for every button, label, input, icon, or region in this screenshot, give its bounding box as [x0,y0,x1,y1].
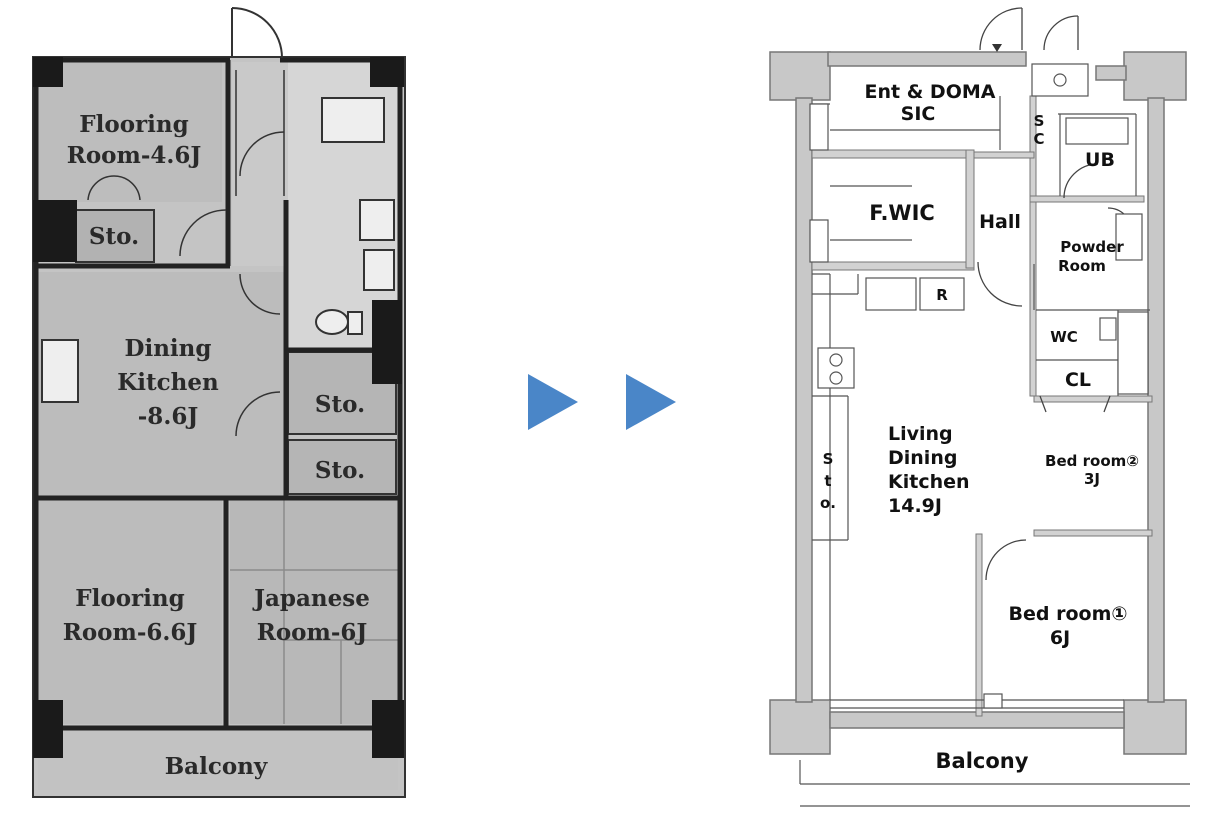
dining-kitchen-label-1: Dining [125,335,212,362]
closet-label: CL [1065,369,1091,391]
sc-label-2: C [1033,130,1044,148]
ldk-label-2: Dining [888,447,957,469]
flooring-room-small [38,62,222,202]
fwic-label: F.WIC [869,201,935,225]
japanese-room-label-2: Room-6J [257,619,368,646]
powder-room-label-2: Room [1058,257,1106,275]
flooring-room-small-label-1: Flooring [79,111,188,138]
storage-label-1: S [823,450,834,468]
bedroom-1-label-1: Bed room① [1009,603,1128,625]
wc-label: WC [1050,328,1078,346]
storage-label-2: t [824,472,831,490]
before-floor-plan: Flooring Room-4.6J Sto. Dining Kitchen -… [32,7,406,798]
powder-room-label-1: Powder [1060,238,1124,256]
hall-label: Hall [979,211,1021,233]
storage-low [287,439,397,495]
balcony [38,730,398,790]
sc-label-1: S [1034,112,1045,130]
flooring-room-large-label-2: Room-6.6J [63,619,198,646]
after-floor-plan: Ent & DOMA SIC S C UB F.WIC Hall Powder … [769,7,1190,807]
entrance-label-1: Ent & DOMA [865,81,996,103]
bedroom-1-label-2: 6J [1050,627,1070,649]
flooring-room-large-label-1: Flooring [75,585,184,612]
ldk-label-1: Living [888,423,953,445]
ub-label: UB [1085,149,1115,171]
balcony-label: Balcony [165,753,268,780]
japanese-room [230,500,398,724]
japanese-room-label-1: Japanese [252,585,370,612]
flooring-room-large [38,500,222,724]
entrance-label-2: SIC [901,103,936,125]
flooring-room-small-label-2: Room-4.6J [67,142,202,169]
storage-top [75,209,155,263]
storage-mid-label: Sto. [315,391,365,418]
arrow-right-icon [528,374,578,430]
bedroom-2-label-1: Bed room② [1045,452,1139,470]
dining-kitchen-label-3: -8.6J [138,403,198,430]
ldk-label-3: Kitchen [888,471,970,493]
refrigerator-label: R [936,286,948,304]
bedroom-2-label-2: 3J [1084,470,1100,488]
storage-top-label: Sto. [89,223,139,250]
arrow-right-icon [626,374,676,430]
storage-low-label: Sto. [315,457,365,484]
storage-label-3: o. [820,494,836,512]
dining-kitchen-label-2: Kitchen [117,369,219,396]
dining-kitchen [38,272,288,496]
balcony-label: Balcony [936,749,1029,773]
ldk-label-4: 14.9J [888,495,942,517]
